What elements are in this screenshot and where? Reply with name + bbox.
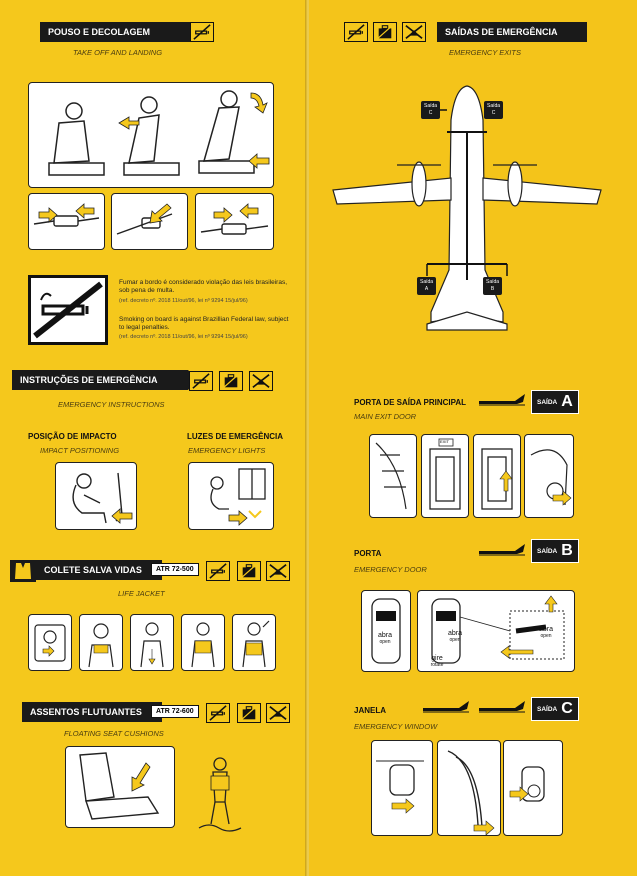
left-arrow-icon: [500, 645, 534, 659]
smoking-law-pt: Fumar a bordo é considerado violação das…: [119, 279, 288, 294]
exit-c-label: SAÍDA: [537, 705, 558, 713]
window-subtitle: EMERGENCY WINDOW: [354, 722, 438, 731]
plane-silhouette-icon: [479, 394, 525, 406]
main-door-step-2: EXIT: [421, 434, 469, 518]
door-step-1: [361, 590, 411, 672]
no-smoking-sign-icon: [28, 275, 108, 345]
aircraft-layout-diagram: [327, 80, 617, 340]
impact-position-illustration: [55, 462, 137, 530]
plane-silhouette-icon: [423, 701, 469, 713]
emergency-lights-illustration: [188, 462, 274, 530]
no-smoking-icon: [344, 22, 368, 42]
lifejacket-step-2: [79, 614, 123, 671]
seatbelt-fasten-panel: [28, 193, 105, 250]
exit-a-letter: A: [561, 393, 573, 410]
no-high-heels-icon: [402, 22, 426, 42]
cushions-header: ASSENTOS FLUTUANTES: [22, 702, 162, 722]
impact-subtitle: IMPACT POSITIONING: [40, 446, 120, 455]
emergency-header: INSTRUÇÕES DE EMERGÊNCIA: [12, 370, 198, 390]
exit-sign: EXIT: [440, 439, 449, 444]
seat-upright-illustration: [28, 82, 274, 188]
lifejacket-step-5: [232, 614, 276, 671]
baggage-icon: [237, 703, 261, 723]
atr-72-600-badge: ATR 72-600: [151, 705, 199, 718]
lifejacket-icon: [10, 560, 36, 582]
lifejacket-header: COLETE SALVA VIDAS: [36, 560, 162, 580]
lifejacket-step-3: [130, 614, 174, 671]
no-smoking-icon: [206, 561, 230, 581]
up-arrow-icon: [544, 595, 558, 613]
takeoff-header: POUSO E DECOLAGEM: [40, 22, 200, 42]
no-smoking-icon: [206, 703, 230, 723]
exit-a-badge: SAÍDA A: [531, 390, 579, 414]
exits-subtitle: EMERGENCY EXITS: [449, 48, 521, 57]
no-smoking-icon: [189, 371, 213, 391]
seatbelt-release-panel: [195, 193, 274, 250]
takeoff-title: POUSO E DECOLAGEM: [48, 27, 151, 37]
left-card: POUSO E DECOLAGEM TAKE OFF AND LANDING: [0, 0, 307, 876]
cushions-subtitle: FLOATING SEAT CUSHIONS: [64, 729, 164, 738]
smoking-law-en: Smoking on board is against Brazillian F…: [119, 316, 289, 331]
window-title: JANELA: [354, 706, 387, 715]
seatbelt-tighten-panel: [111, 193, 188, 250]
main-door-subtitle: MAIN EXIT DOOR: [354, 412, 417, 421]
exit-b-letter: B: [561, 542, 573, 559]
main-door-step-3: [473, 434, 521, 518]
main-door-title: PORTA DE SAÍDA PRINCIPAL: [354, 398, 467, 407]
main-door-step-4: [524, 434, 574, 518]
lights-subtitle: EMERGENCY LIGHTS: [188, 446, 266, 455]
cushions-title: ASSENTOS FLUTUANTES: [30, 707, 142, 717]
smoking-ref-pt: (ref. decreto nº. 2018 11/out/96, lei nº…: [119, 298, 248, 304]
baggage-icon: [237, 561, 261, 581]
plane-silhouette-icon: [479, 701, 525, 713]
takeoff-subtitle: TAKE OFF AND LANDING: [73, 48, 163, 57]
seat-cushion-illustration: [65, 746, 175, 828]
exits-header: SAÍDAS DE EMERGÊNCIA: [437, 22, 587, 42]
baggage-icon: [373, 22, 397, 42]
window-step-3: [503, 740, 563, 836]
lifejacket-title: COLETE SALVA VIDAS: [44, 565, 142, 575]
window-step-2: [437, 740, 501, 836]
main-door-step-1: [369, 434, 417, 518]
right-card: SAÍDAS DE EMERGÊNCIA EMERGENCY EXITS Saí…: [309, 0, 637, 876]
window-step-1: [371, 740, 433, 836]
lifejacket-step-1: [28, 614, 72, 671]
exit-b-badge: SAÍDA B: [531, 539, 579, 563]
smoking-ref-en: (ref. decreto nº. 2018 11/out/96, lei nº…: [119, 334, 248, 340]
atr-72-500-badge: ATR 72-500: [151, 563, 199, 576]
lights-title: LUZES DE EMERGÊNCIA: [187, 432, 284, 441]
exit-c-letter: C: [561, 700, 573, 717]
no-high-heels-icon: [266, 703, 290, 723]
exit-b-label: SAÍDA: [537, 547, 558, 555]
baggage-icon: [219, 371, 243, 391]
plane-silhouette-icon: [479, 544, 525, 556]
exit-a-label: SAÍDA: [537, 398, 558, 406]
no-smoking-icon: [190, 22, 214, 42]
no-high-heels-icon: [266, 561, 290, 581]
lifejacket-subtitle: LIFE JACKET: [118, 589, 165, 598]
exits-title: SAÍDAS DE EMERGÊNCIA: [445, 27, 558, 37]
no-high-heels-icon: [249, 371, 273, 391]
emergency-subtitle: EMERGENCY INSTRUCTIONS: [58, 400, 165, 409]
cushion-float-person-illustration: [195, 752, 245, 834]
door-subtitle: EMERGENCY DOOR: [354, 565, 427, 574]
door-title: PORTA: [354, 549, 382, 558]
exit-c-badge: SAÍDA C: [531, 697, 579, 721]
impact-title: POSIÇÃO DE IMPACTO: [28, 432, 117, 441]
card-fold: [305, 0, 311, 876]
emergency-title: INSTRUÇÕES DE EMERGÊNCIA: [20, 375, 158, 385]
lifejacket-step-4: [181, 614, 225, 671]
